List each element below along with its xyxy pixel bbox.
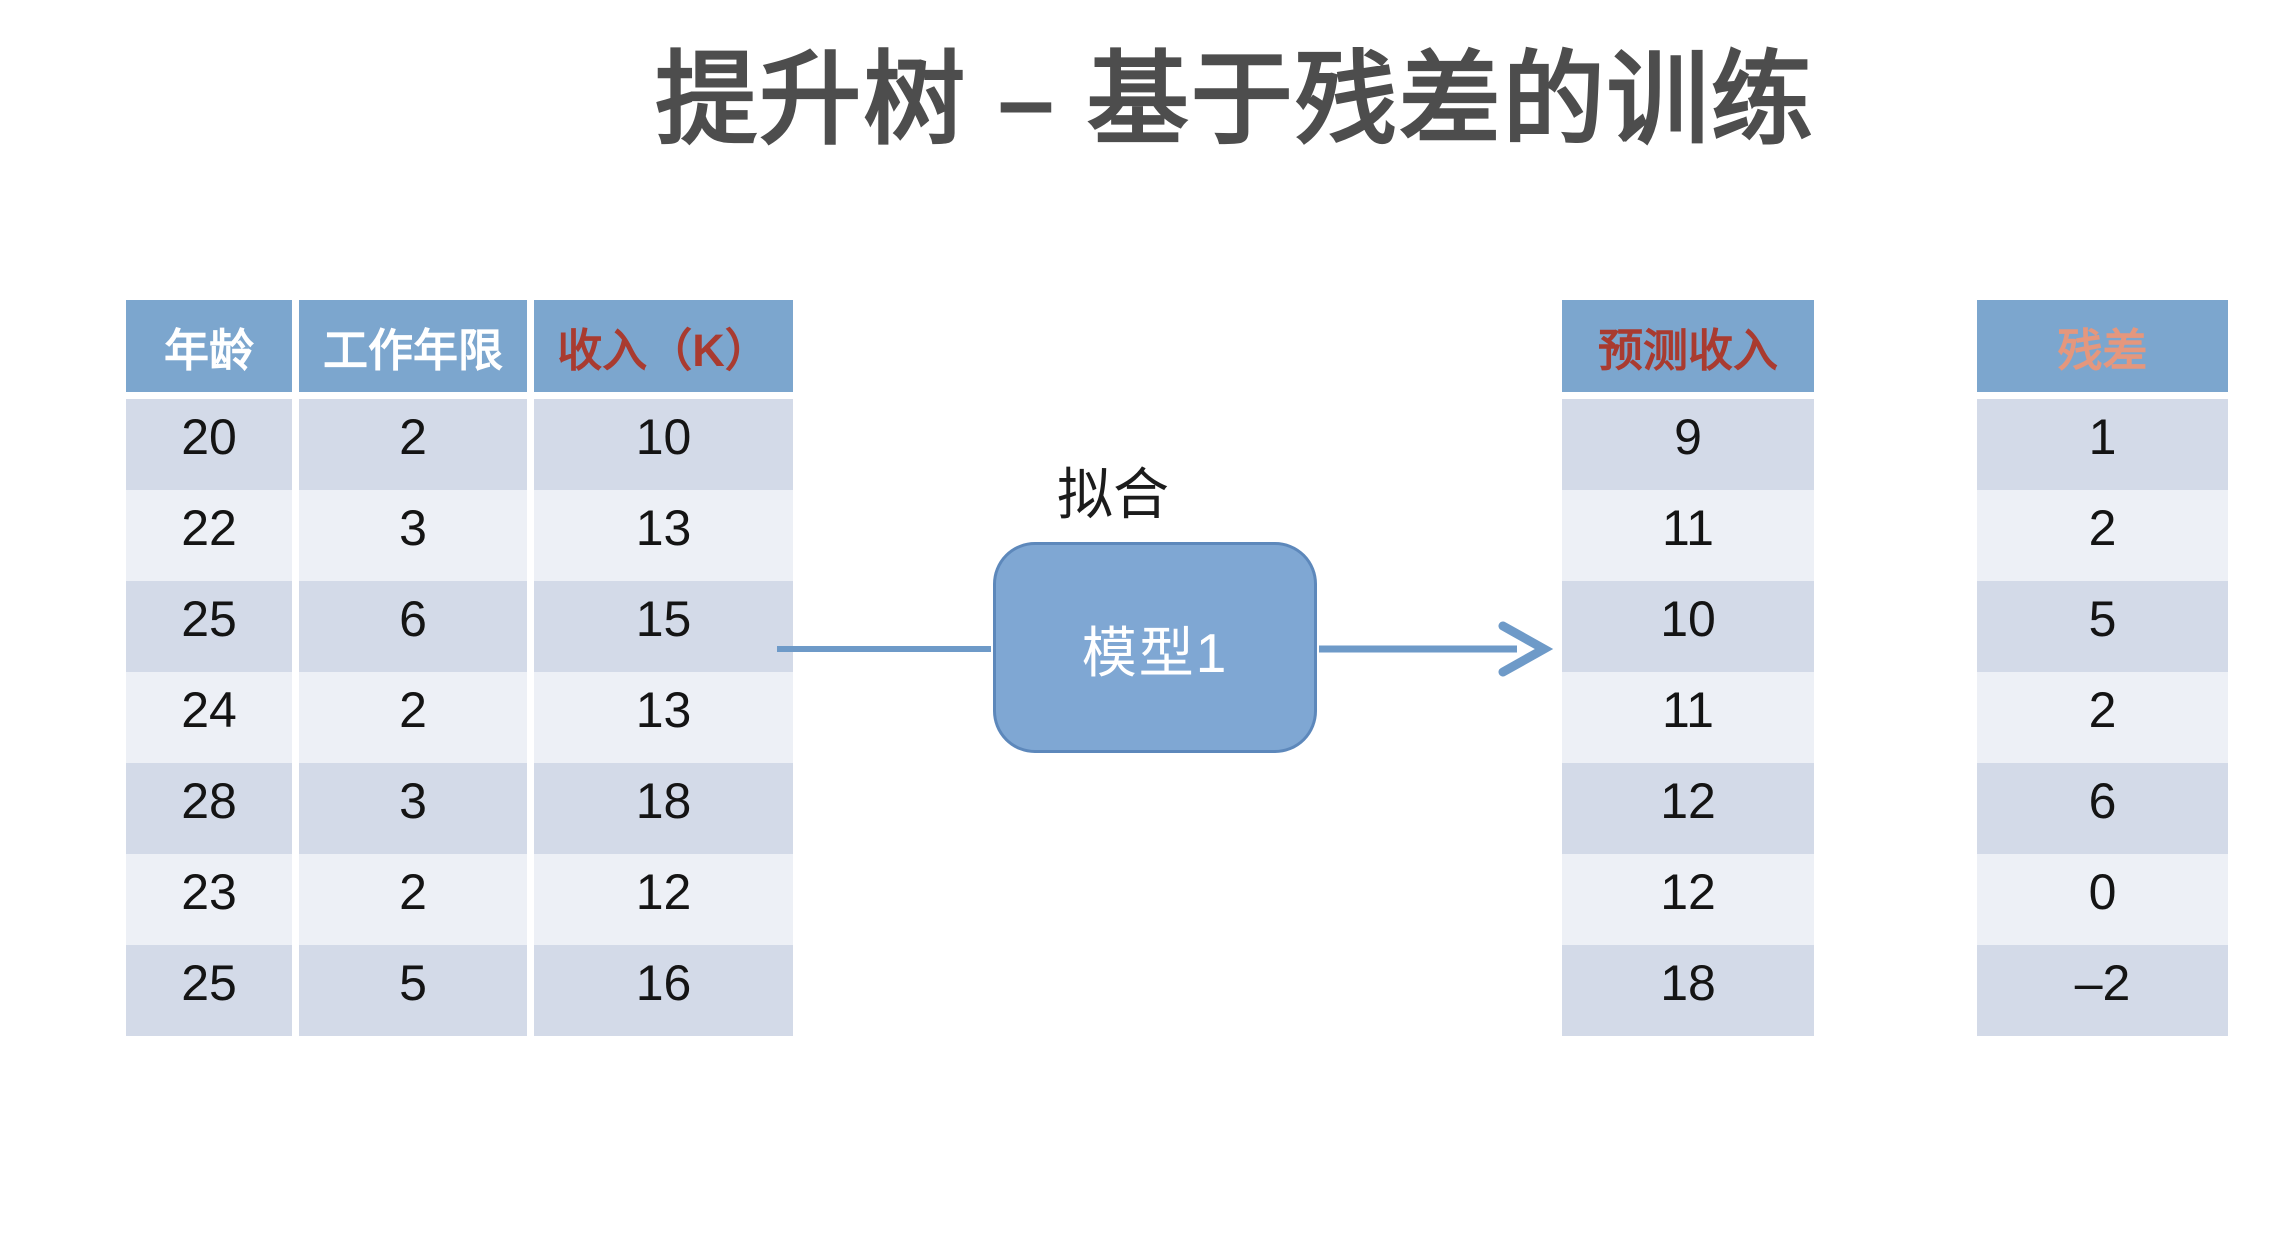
table-row: 12	[1562, 854, 1814, 945]
header-cell-work-years: 工作年限	[299, 300, 527, 392]
table-row: 20 2 10	[126, 399, 793, 490]
table-cell-work-years: 2	[299, 672, 527, 763]
table-cell-income: 12	[534, 854, 793, 945]
header-cell-predicted-income: 预测收入	[1562, 300, 1814, 392]
table-cell-predicted-income: 11	[1562, 490, 1814, 581]
model-label: 模型1	[1081, 621, 1229, 684]
table-cell-work-years: 2	[299, 399, 527, 490]
table-cell-residual: 2	[1977, 490, 2228, 581]
page-title: 提升树 – 基于残差的训练	[0, 18, 2280, 165]
table-row: 2	[1977, 672, 2228, 763]
table-cell-work-years: 2	[299, 854, 527, 945]
page-title-text: 提升树 – 基于残差的训练	[655, 43, 1815, 157]
table-row: 12	[1562, 763, 1814, 854]
header-cell-income: 收入（K）	[534, 300, 793, 392]
table-cell-age: 25	[126, 945, 292, 1036]
table-row: 23 2 12	[126, 854, 793, 945]
table-row: 0	[1977, 854, 2228, 945]
table-cell-income: 13	[534, 672, 793, 763]
table-row: 10	[1562, 581, 1814, 672]
table-row: 24 2 13	[126, 672, 793, 763]
table-cell-residual: 1	[1977, 399, 2228, 490]
residual-table: 残差 1 2 5 2 6	[1977, 300, 2228, 1036]
table-row: 18	[1562, 945, 1814, 1036]
table-cell-residual: 6	[1977, 763, 2228, 854]
header-cell-residual: 残差	[1977, 300, 2228, 392]
predicted-income-table: 预测收入 9 11 10 11 12	[1562, 300, 1814, 1036]
input-data-table: 年龄 工作年限 收入（K） 20 2 10 22 3 13 25	[126, 300, 793, 1036]
table-cell-income: 18	[534, 763, 793, 854]
table-cell-age: 20	[126, 399, 292, 490]
model-box: 模型1	[993, 542, 1317, 753]
table-row: 1	[1977, 399, 2228, 490]
table-cell-work-years: 3	[299, 490, 527, 581]
table-cell-predicted-income: 12	[1562, 763, 1814, 854]
table-cell-work-years: 3	[299, 763, 527, 854]
table-row: 22 3 13	[126, 490, 793, 581]
table-cell-income: 16	[534, 945, 793, 1036]
table-cell-residual: –2	[1977, 945, 2228, 1036]
table-cell-age: 24	[126, 672, 292, 763]
table-cell-predicted-income: 18	[1562, 945, 1814, 1036]
predicted-table-body: 9 11 10 11 12 12	[1562, 399, 1814, 1036]
table-cell-age: 22	[126, 490, 292, 581]
input-table-body: 20 2 10 22 3 13 25 6 15 24	[126, 399, 793, 1036]
table-cell-income: 10	[534, 399, 793, 490]
table-cell-residual: 2	[1977, 672, 2228, 763]
table-cell-income: 15	[534, 581, 793, 672]
table-cell-residual: 0	[1977, 854, 2228, 945]
table-row: 11	[1562, 672, 1814, 763]
table-row: –2	[1977, 945, 2228, 1036]
table-row: 25 6 15	[126, 581, 793, 672]
table-row: 25 5 16	[126, 945, 793, 1036]
header-cell-age: 年龄	[126, 300, 292, 392]
residual-table-header-row: 残差	[1977, 300, 2228, 392]
fit-caption: 拟合	[1057, 463, 1169, 526]
table-cell-predicted-income: 9	[1562, 399, 1814, 490]
table-row: 5	[1977, 581, 2228, 672]
table-cell-income: 13	[534, 490, 793, 581]
table-cell-residual: 5	[1977, 581, 2228, 672]
table-row: 9	[1562, 399, 1814, 490]
table-cell-predicted-income: 12	[1562, 854, 1814, 945]
table-cell-predicted-income: 11	[1562, 672, 1814, 763]
table-row: 6	[1977, 763, 2228, 854]
table-cell-predicted-income: 10	[1562, 581, 1814, 672]
table-row: 11	[1562, 490, 1814, 581]
arrowhead-icon	[1498, 621, 1554, 677]
table-cell-work-years: 5	[299, 945, 527, 1036]
table-cell-age: 28	[126, 763, 292, 854]
residual-table-body: 1 2 5 2 6 0	[1977, 399, 2228, 1036]
table-row: 2	[1977, 490, 2228, 581]
table-cell-work-years: 6	[299, 581, 527, 672]
table-cell-age: 23	[126, 854, 292, 945]
table-row: 28 3 18	[126, 763, 793, 854]
input-table-header-row: 年龄 工作年限 收入（K）	[126, 300, 793, 392]
predicted-table-header-row: 预测收入	[1562, 300, 1814, 392]
table-cell-age: 25	[126, 581, 292, 672]
